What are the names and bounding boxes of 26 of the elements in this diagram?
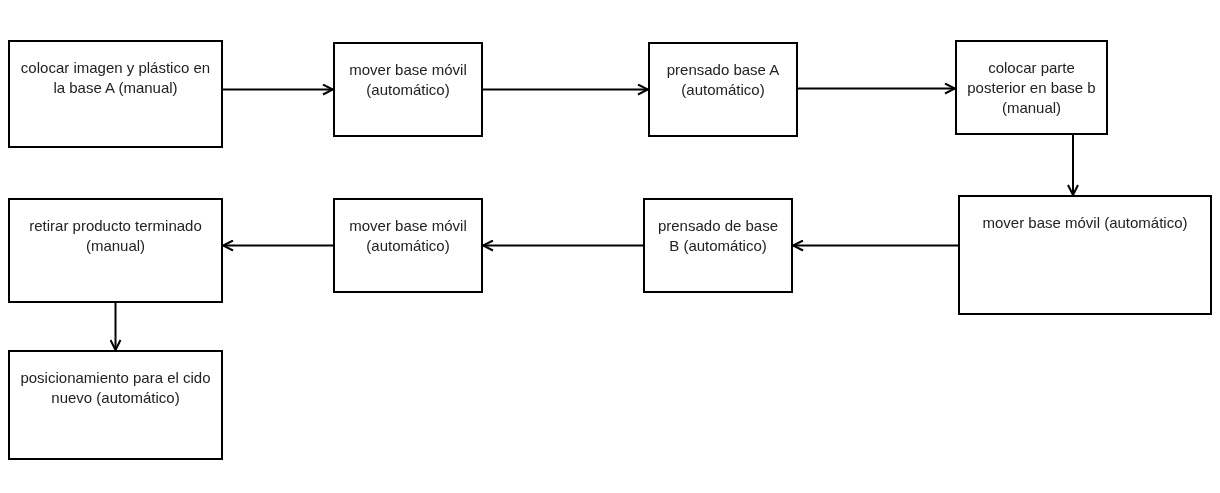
arrow xyxy=(222,239,334,252)
process-box xyxy=(8,198,223,303)
box-label: prensado de base B (automático) xyxy=(656,216,780,256)
process-box xyxy=(333,42,483,137)
process-box xyxy=(643,198,793,293)
box-label: mover base móvil (automático) xyxy=(348,216,468,256)
box-label: posicionamiento para el cido nuevo (automático) xyxy=(19,368,212,408)
arrow xyxy=(482,239,644,252)
arrow xyxy=(792,239,959,252)
arrow xyxy=(797,82,956,95)
process-box xyxy=(8,350,223,460)
box-label: prensado base A (automático) xyxy=(665,60,781,100)
process-box xyxy=(958,195,1212,315)
box-label: mover base móvil (automático) xyxy=(348,60,468,100)
arrow xyxy=(482,83,649,96)
arrow xyxy=(109,302,122,351)
arrow xyxy=(1067,134,1079,196)
box-label: mover base móvil (automático) xyxy=(982,213,1188,233)
arrow xyxy=(222,83,334,96)
box-label: retirar producto terminado (manual) xyxy=(28,216,203,256)
process-box xyxy=(8,40,223,148)
process-box xyxy=(333,198,483,293)
process-box xyxy=(955,40,1108,135)
process-box xyxy=(648,42,798,137)
box-label: colocar imagen y plástico en la base A (manual) xyxy=(19,58,212,98)
box-label: colocar parte posterior en base b (manual) xyxy=(966,58,1097,118)
